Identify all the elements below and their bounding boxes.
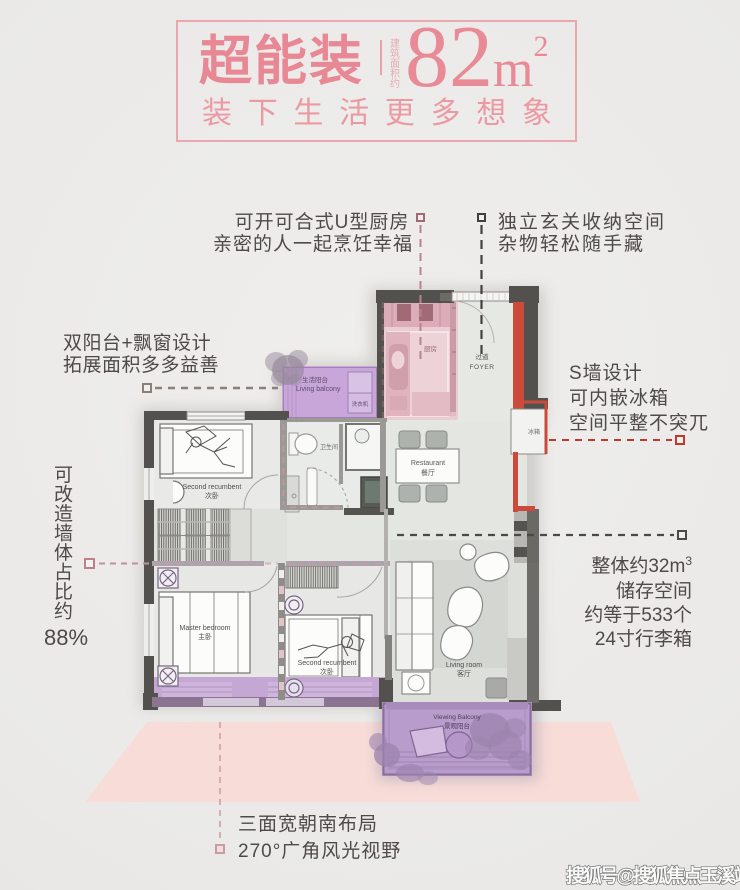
svg-text:S墙设计: S墙设计: [569, 362, 643, 384]
svg-text:Living room: Living room: [446, 662, 482, 669]
svg-text:卫生间: 卫生间: [320, 443, 338, 451]
svg-text:双阳台+飘窗设计: 双阳台+飘窗设计: [63, 332, 211, 354]
svg-text:独立玄关收纳空间: 独立玄关收纳空间: [498, 211, 666, 233]
svg-text:生活阳台: 生活阳台: [302, 375, 328, 384]
svg-text:82m2: 82m2: [405, 9, 548, 106]
svg-text:Master bedroom: Master bedroom: [180, 625, 231, 632]
svg-text:次卧: 次卧: [205, 491, 219, 500]
svg-text:三面宽朝南布局: 三面宽朝南布局: [238, 813, 378, 835]
svg-text:可内嵌冰箱: 可内嵌冰箱: [569, 387, 669, 409]
svg-text:次卧: 次卧: [320, 667, 334, 676]
svg-text:Second recumbent: Second recumbent: [298, 660, 357, 667]
svg-text:冰箱: 冰箱: [528, 428, 540, 436]
svg-text:可改造墙体占比约: 可改造墙体占比约: [54, 465, 73, 623]
svg-text:装下生活更多想象: 装下生活更多想象: [202, 97, 568, 130]
svg-text:Second recumbent: Second recumbent: [183, 484, 242, 491]
svg-text:客厅: 客厅: [457, 669, 471, 678]
svg-text:主卧: 主卧: [198, 632, 212, 641]
svg-text:Viewing Balcony: Viewing Balcony: [433, 714, 481, 721]
svg-text:厨房: 厨房: [424, 344, 437, 353]
svg-text:Restaurant: Restaurant: [411, 460, 445, 467]
svg-text:空间平整不突兀: 空间平整不突兀: [569, 412, 709, 434]
svg-text:超能装: 超能装: [199, 32, 364, 91]
svg-text:杂物轻松随手藏: 杂物轻松随手藏: [498, 233, 645, 255]
svg-text:整体约32m3: 整体约32m3: [591, 554, 692, 577]
svg-text:洗衣机: 洗衣机: [352, 400, 369, 408]
svg-text:约等于533个: 约等于533个: [584, 604, 692, 626]
svg-text:过道: 过道: [476, 352, 490, 361]
svg-text:Living balcony: Living balcony: [296, 386, 341, 393]
svg-text:可开可合式U型厨房: 可开可合式U型厨房: [235, 211, 410, 233]
svg-text:拓展面积多多益善: 拓展面积多多益善: [63, 354, 219, 376]
svg-text:24寸行李箱: 24寸行李箱: [595, 628, 692, 650]
svg-text:88%: 88%: [44, 625, 88, 650]
svg-text:景观阳台: 景观阳台: [444, 721, 470, 730]
svg-text:270°广角风光视野: 270°广角风光视野: [238, 840, 401, 862]
svg-text:储存空间: 储存空间: [616, 580, 692, 602]
svg-text:餐厅: 餐厅: [421, 468, 435, 477]
svg-text:搜狐号@搜狐焦点玉溪站: 搜狐号@搜狐焦点玉溪站: [566, 864, 740, 887]
svg-text:亲密的人一起烹饪幸福: 亲密的人一起烹饪幸福: [213, 233, 413, 255]
svg-text:建筑面积约: 建筑面积约: [390, 37, 400, 90]
svg-text:FOYER: FOYER: [470, 364, 495, 371]
